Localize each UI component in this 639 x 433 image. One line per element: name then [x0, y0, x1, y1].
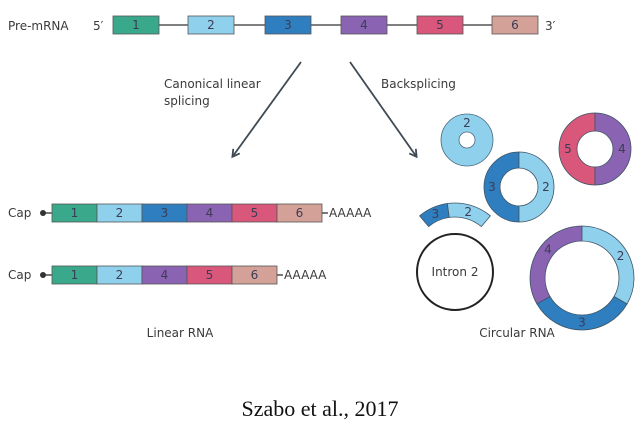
premrna-exon-label: 4: [360, 18, 368, 32]
linear-exon-label: 1: [71, 268, 79, 282]
linear-exon-label: 1: [71, 206, 79, 220]
linear-exon-label: 4: [161, 268, 169, 282]
ring-segment-2: [581, 225, 635, 305]
premrna-exon-1: [112, 15, 160, 35]
ring-segment-label: 4: [618, 142, 626, 156]
ring-segment-4: [594, 112, 632, 186]
linear-rna-label: Linear RNA: [147, 326, 214, 340]
three-prime-label: 3′: [545, 19, 556, 33]
ring-segment-label: 2: [463, 116, 471, 130]
intron-arc-exon-2: [446, 202, 491, 228]
intron-label: Intron 2: [432, 265, 479, 279]
linear-rna-2: Cap 1 2 4 5 6 AAAAA: [8, 265, 327, 285]
linear-exon-label: 3: [161, 206, 169, 220]
linear-exon-label: 5: [251, 206, 259, 220]
intron-arc-exon-3: [419, 203, 450, 228]
five-prime-label: 5′: [93, 19, 104, 33]
ring-exon2: 2: [440, 113, 494, 167]
ring-segment-label: 4: [544, 242, 552, 256]
premrna-exon-4: [340, 15, 388, 35]
linear-splicing-label-line2: splicing: [164, 94, 210, 108]
ring-segment-5: [558, 112, 596, 186]
linear-exon-label: 4: [206, 206, 214, 220]
ring-segment-2: [441, 114, 493, 166]
premrna-label: Pre-mRNA: [8, 19, 69, 33]
linear-splicing-arrow: [231, 61, 302, 159]
citation: Szabo et al., 2017: [241, 396, 398, 421]
ring-segment-label: 2: [617, 249, 625, 263]
ring-segment-4: [529, 225, 583, 305]
polya-tail: AAAAA: [284, 268, 327, 282]
ring-segment-label: 2: [542, 180, 550, 194]
premrna-exon-label: 5: [436, 18, 444, 32]
linear-splicing-label-line1: Canonical linear: [164, 77, 261, 91]
polya-tail: AAAAA: [329, 206, 372, 220]
backsplicing-label: Backsplicing: [381, 77, 456, 91]
intron-lariat-circle: [416, 233, 494, 311]
ring-segment-3: [483, 151, 520, 223]
linear-exon-label: 6: [296, 206, 304, 220]
premrna-exon-5: [416, 15, 464, 35]
linear-exon-label: 5: [206, 268, 214, 282]
ring-outline: [458, 131, 476, 149]
intron-arc-exon-label: 2: [464, 205, 472, 219]
ring-outline: [440, 113, 494, 167]
premrna-exon-label: 6: [511, 18, 519, 32]
premrna-exon-label: 3: [284, 18, 292, 32]
linear-exon-label: 2: [116, 268, 124, 282]
premrna-exon-3: [264, 15, 312, 35]
ring-segment-label: 3: [488, 180, 496, 194]
circular-rna-label: Circular RNA: [479, 326, 555, 340]
premrna-exon-2: [187, 15, 235, 35]
ring-exons-4-2-3: 4 2 3: [529, 225, 635, 331]
linear-rna-1: Cap 1 2 3 4 5 6 AAAAA: [8, 203, 372, 223]
ring-segment-label: 3: [578, 316, 586, 330]
backsplicing-arrow: [349, 61, 418, 159]
cap-label: Cap: [8, 206, 31, 220]
linear-exon-label: 6: [251, 268, 259, 282]
intron-arc-exon-label: 3: [432, 207, 440, 221]
ring-segment-3: [536, 295, 628, 331]
premrna-exon-label: 1: [132, 18, 140, 32]
linear-exon-label: 2: [116, 206, 124, 220]
ring-segment-label: 5: [564, 142, 572, 156]
premrna-exon-label: 2: [207, 18, 215, 32]
ring-segment-2: [518, 151, 555, 223]
premrna-exons: 1 2 3 4 5 6: [112, 15, 539, 35]
premrna-exon-6: [491, 15, 539, 35]
cap-label: Cap: [8, 268, 31, 282]
